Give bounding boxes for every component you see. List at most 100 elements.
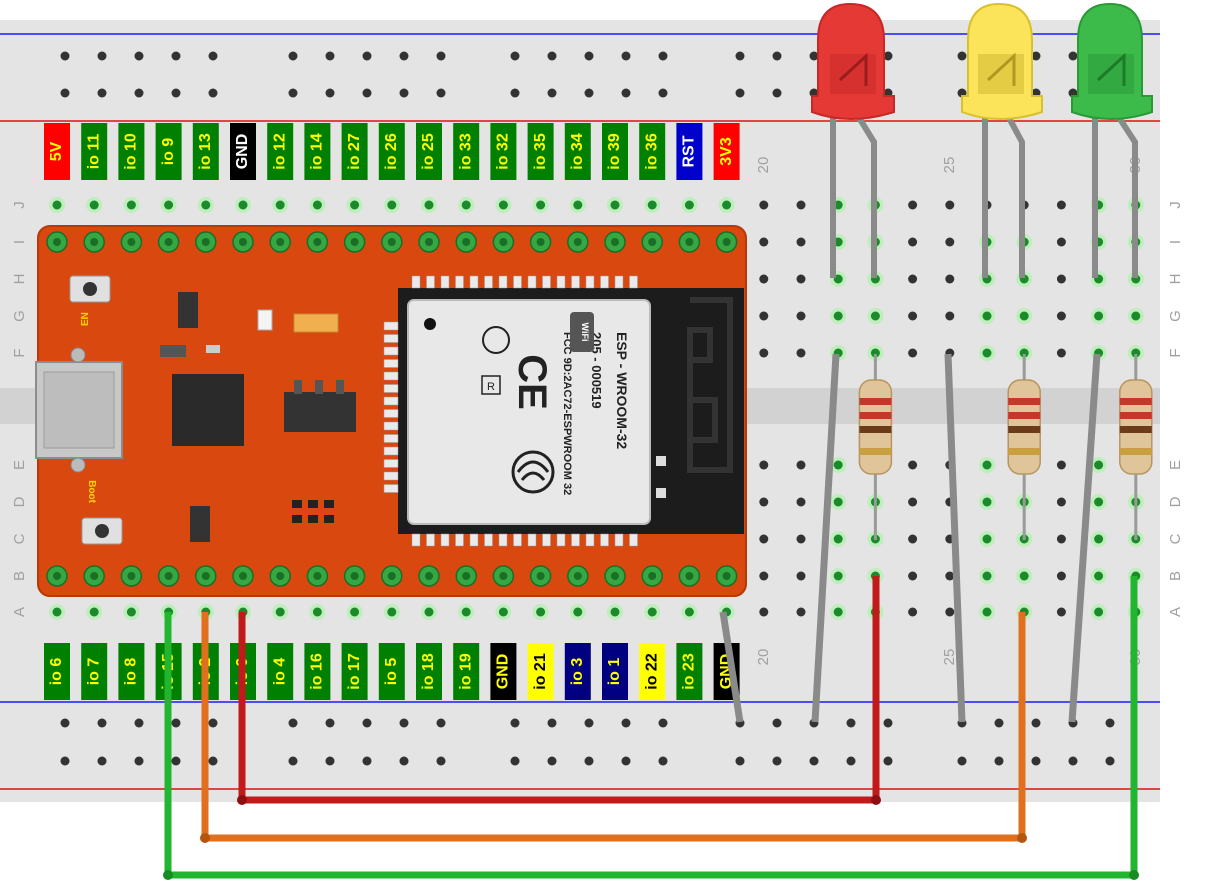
usb-uart-chip [172,374,244,446]
pin-label-box [639,643,666,700]
pin-label-box [676,643,703,700]
row-letter: J [11,201,28,209]
breadboard-hole [759,200,769,210]
rail-hole [621,88,631,98]
pin-label: io 16 [309,653,326,690]
breadboard-hole [312,200,322,210]
breadboard-hole [201,200,211,210]
breadboard-hole [647,200,657,210]
breadboard-hole [275,607,285,617]
column-number: 20 [755,157,772,174]
rail-hole [1105,756,1115,766]
pin-label-box [230,123,256,180]
breadboard-hole [982,534,992,544]
breadboard-hole [759,497,769,507]
pin-label-box [676,123,703,180]
rail-hole [1105,718,1115,728]
rail-hole [97,756,107,766]
pin-label-box [416,643,442,700]
breadboard-hole [833,534,843,544]
pin-label: io 4 [271,658,288,686]
column-number: 25 [941,649,958,666]
breadboard-hole [908,534,918,544]
green-wire [164,576,1138,879]
breadboard-hole [424,607,434,617]
pin-label-box [378,643,405,700]
breadboard-hole [833,571,843,581]
pin-label-box [453,123,480,180]
row-letter: G [11,310,28,322]
rail-hole [288,718,298,728]
rail-hole [772,51,782,61]
pin-label-box [81,123,108,180]
row-letter: F [11,348,28,357]
pcb-antenna [687,297,733,473]
rail-hole [735,756,745,766]
pin-label: io 9 [160,138,177,166]
rail-hole [994,718,1004,728]
breadboard-hole [52,200,62,210]
breadboard-hole [350,607,360,617]
pin-label: 3V3 [718,137,735,166]
module-name: ESP - WROOM-32 [614,332,630,449]
espressif-logo [511,450,555,494]
pin-label-box [378,123,405,180]
pin-label: io 11 [85,134,102,170]
breadboard-hole [908,571,918,581]
breadboard-hole [126,607,136,617]
breadboard-hole [1056,460,1066,470]
rail-hole [1068,756,1078,766]
breadboard-hole [461,200,471,210]
breadboard-hole [982,348,992,358]
row-letter: D [11,496,28,507]
pin-label: io 12 [271,133,288,170]
pin-label-box [118,643,145,700]
rail-hole [436,756,446,766]
breadboard-hole [536,607,546,617]
breadboard-hole [1094,607,1104,617]
breadboard-hole [908,348,918,358]
pin-label-box [639,123,666,180]
breadboard-hole [982,571,992,581]
rail-hole [547,51,557,61]
pin-label-box [118,123,145,180]
rail-hole [325,88,335,98]
breadboard-hole [312,607,322,617]
led-yellow [961,2,1043,120]
pin-label: io 34 [569,133,586,170]
pin-label: RST [681,135,698,167]
pin-label: io 5 [383,658,400,686]
rail-hole [547,88,557,98]
rail-hole [584,718,594,728]
breadboard-hole [1056,274,1066,284]
rail-hole [621,51,631,61]
pin-label-box [267,123,294,180]
breadboard-hole [759,460,769,470]
pin-label: io 27 [346,133,363,170]
breadboard-hole [1094,571,1104,581]
breadboard-hole [722,200,732,210]
breadboard-hole [796,607,806,617]
pin-label: io 13 [197,133,214,170]
rail-hole [171,88,181,98]
breadboard-hole [1056,534,1066,544]
breadboard-hole [759,571,769,581]
breadboard-hole [238,200,248,210]
rail-hole [735,88,745,98]
rail-hole [134,756,144,766]
pin-label: io 19 [457,653,474,690]
breadboard-hole [387,607,397,617]
rail-hole [134,51,144,61]
voltage-regulator [284,392,356,432]
row-letter: B [11,571,28,581]
row-letter: I [1167,240,1184,244]
breadboard-hole [52,607,62,617]
resistor [1119,354,1153,540]
rail-hole [510,718,520,728]
rail-hole [846,756,856,766]
pin-label-box [341,643,368,700]
breadboard-hole [759,311,769,321]
